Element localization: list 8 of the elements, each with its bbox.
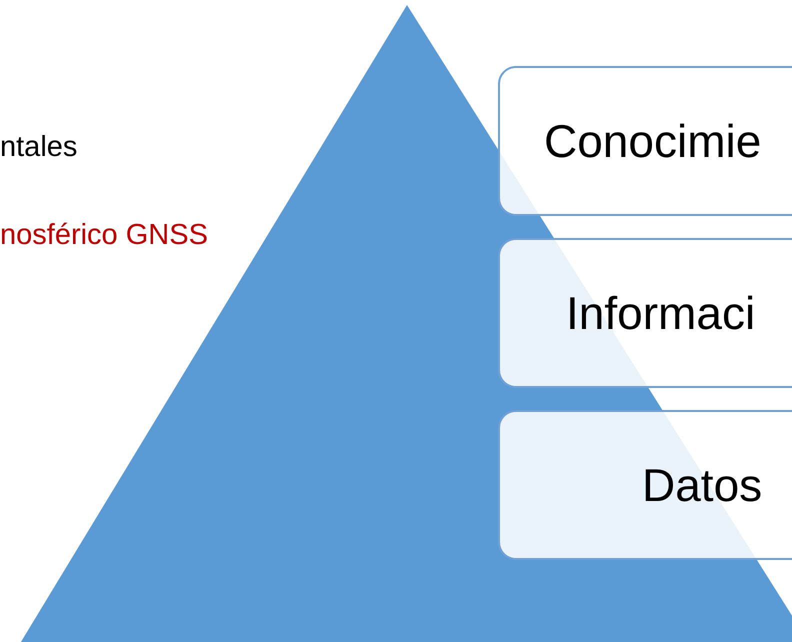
level-box (498, 238, 792, 388)
level-label: Conocimie (544, 114, 762, 168)
level-box (498, 410, 792, 560)
level-box (498, 66, 792, 216)
side-text: ntales (0, 131, 78, 164)
level-label: Datos (642, 458, 762, 512)
side-text: nosférico GNSS (0, 219, 208, 252)
level-label: Informaci (566, 286, 756, 340)
